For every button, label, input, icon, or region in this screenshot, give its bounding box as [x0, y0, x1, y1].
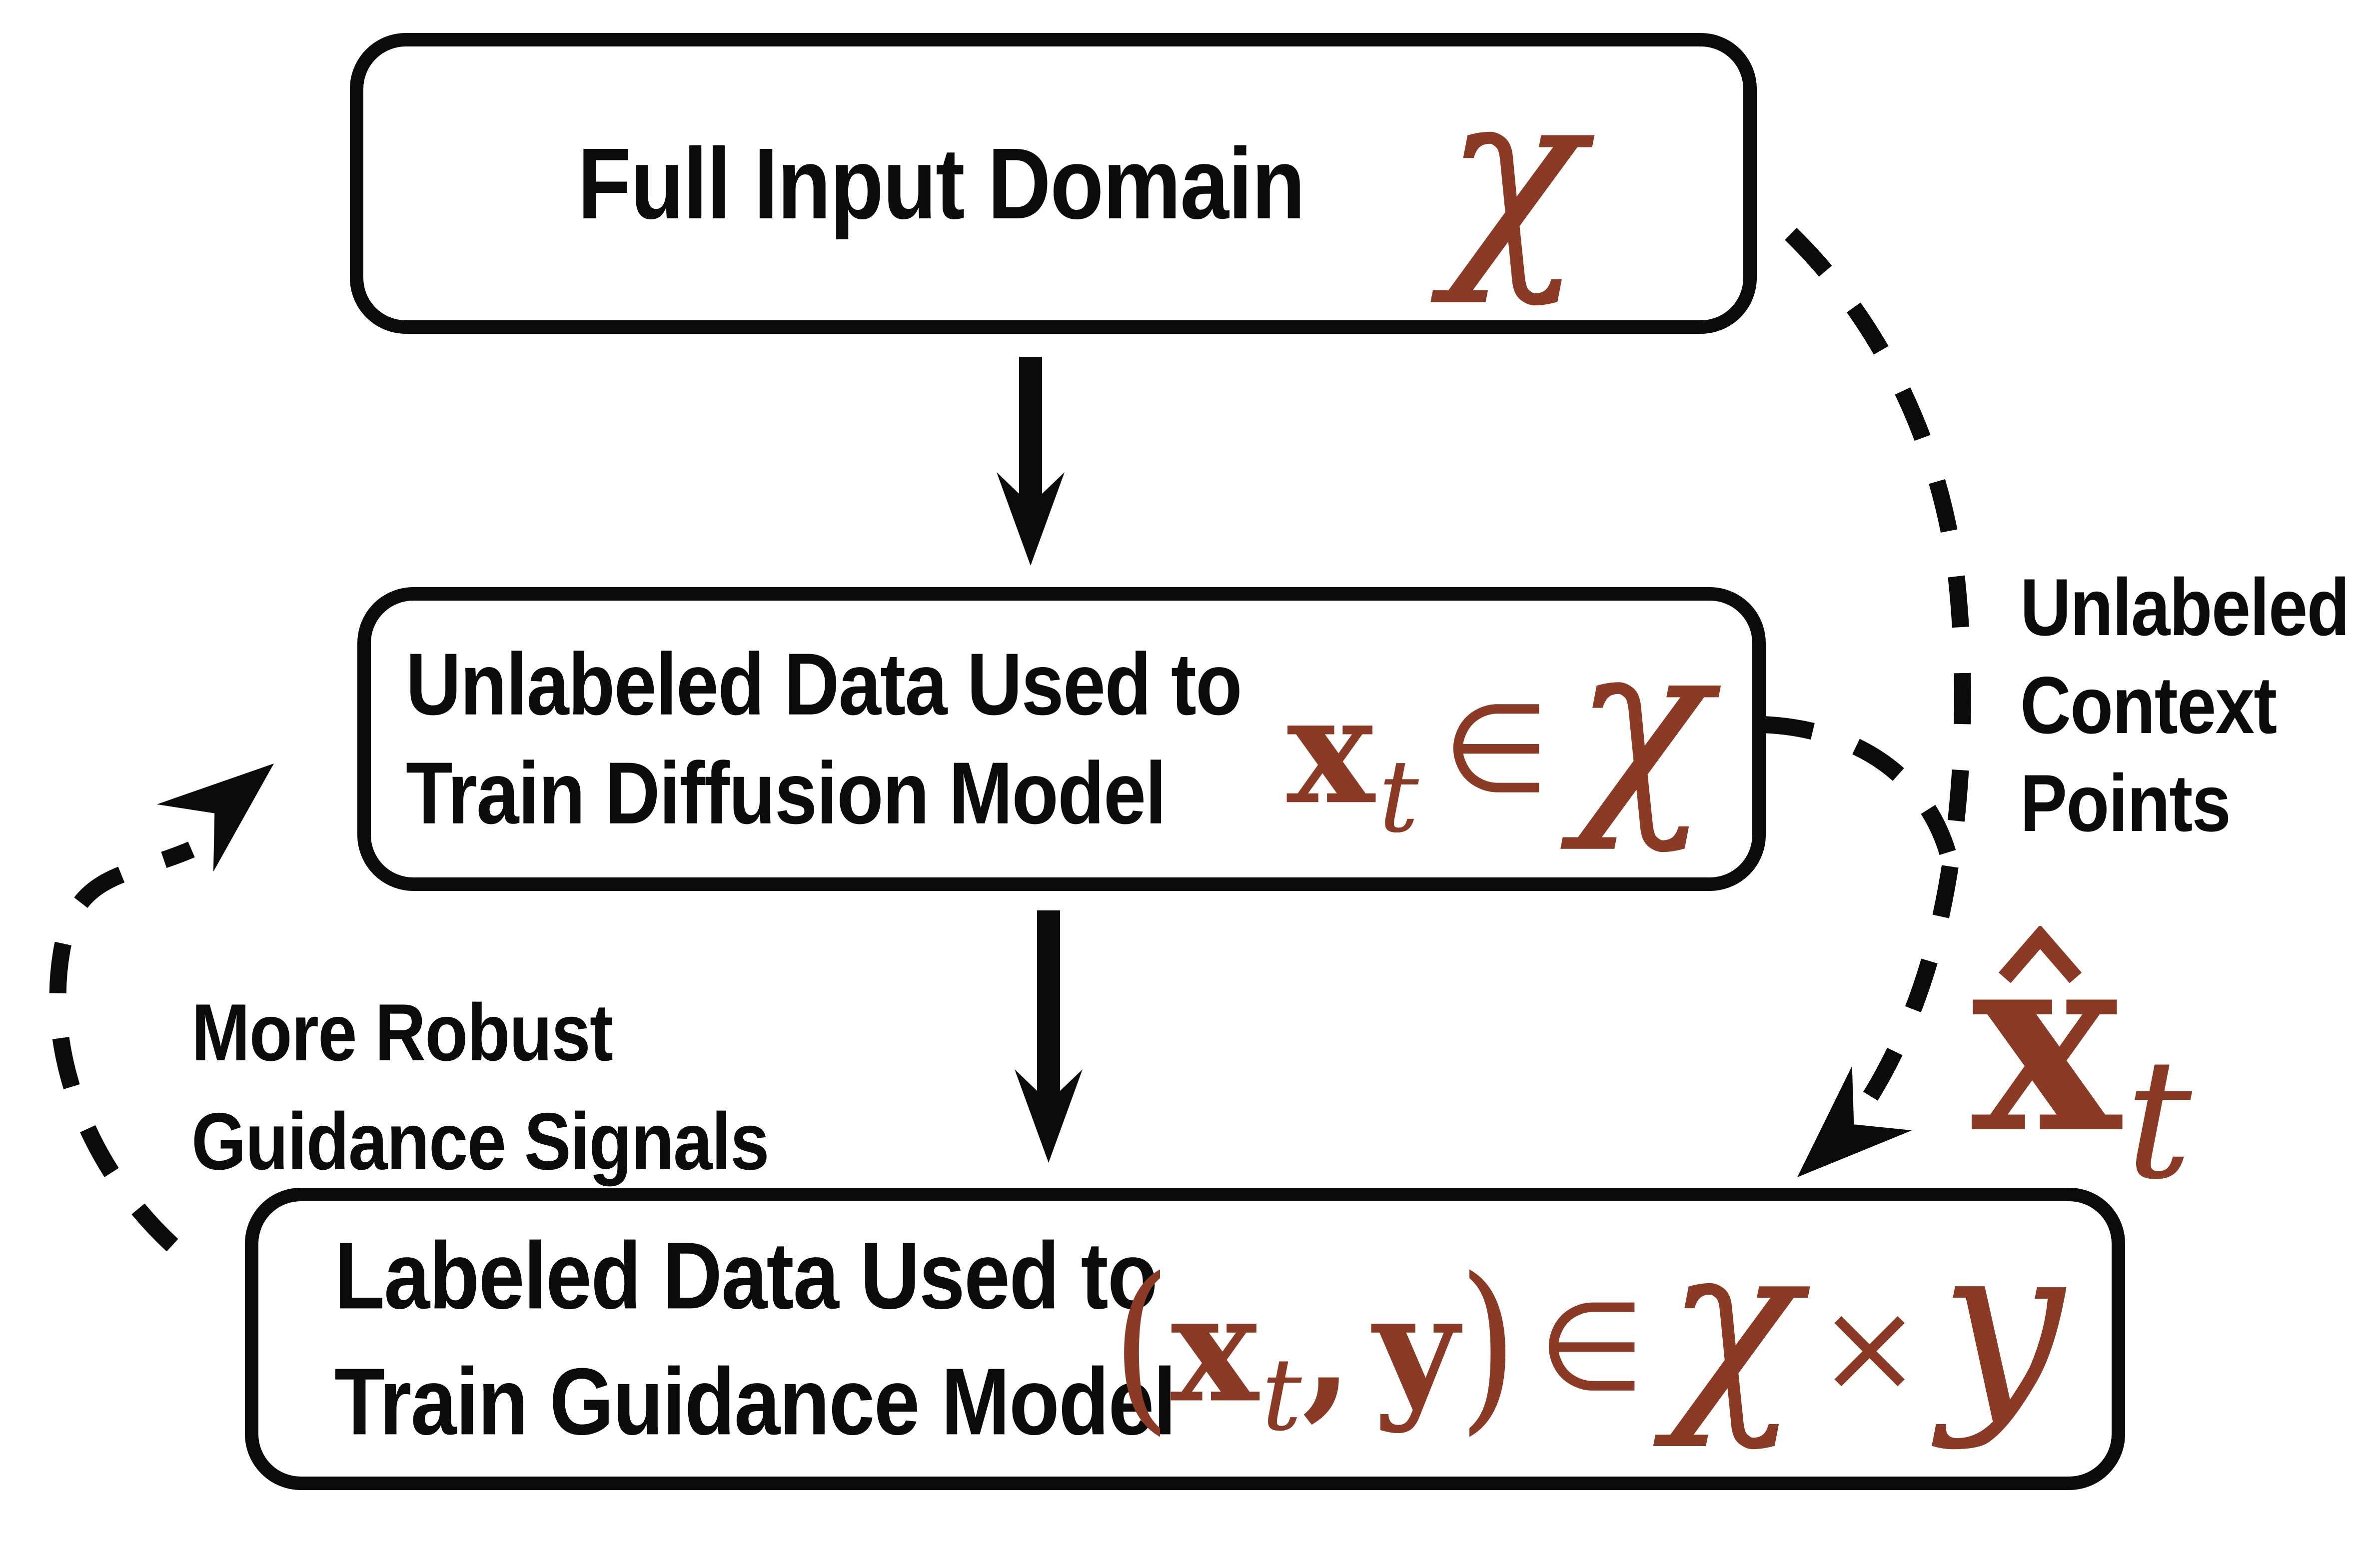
box-labeled-data: Labeled Data Used to Train Guidance Mode…: [245, 1188, 2125, 1490]
robust-label-line2: Guidance Signals: [191, 1096, 770, 1187]
box-full-input-domain: Full Input Domain χ: [350, 33, 1757, 334]
script-x-symbol: χ: [1573, 594, 1710, 856]
solid-arrowhead-down-icon: [1015, 1069, 1083, 1163]
context-label-line3: Points: [2020, 758, 2231, 848]
subscript-t: t: [1378, 739, 1419, 855]
context-label-line1: Unlabeled: [2020, 562, 2350, 653]
solid-arrow-middle-to-bottom: [1015, 910, 1083, 1163]
comma: ,: [1301, 1262, 1353, 1436]
close-paren: ): [1458, 1238, 1517, 1452]
solid-arrow-top-to-middle: [997, 357, 1065, 566]
box-unlabeled-data: Unlabeled Data Used to Train Diffusion M…: [357, 587, 1766, 891]
dashed-arrowhead-to-middle-icon: [156, 764, 274, 872]
unlabeled-context-points-label: Unlabeled Context Points: [2020, 559, 2350, 852]
labeled-data-label-line1: Labeled Data Used to: [334, 1222, 1158, 1329]
solid-arrowhead-down-icon: [997, 472, 1065, 566]
element-of-symbol: ∈: [1538, 1276, 1645, 1419]
formula-xt-y-in-XxY: (xt,y)∈χ×y: [1112, 1214, 2064, 1445]
open-paren: (: [1112, 1238, 1171, 1452]
unlabeled-data-label-line2: Train Diffusion Model: [406, 745, 1167, 842]
full-input-domain-label: Full Input Domain: [577, 126, 1305, 240]
bold-x-symbol: x: [1171, 1262, 1259, 1436]
dashed-arrowhead-to-bottom-icon: [1797, 1066, 1912, 1177]
formula-xt-in-X: xt∈χ: [1287, 612, 1710, 847]
bold-y-symbol: y: [1373, 1262, 1459, 1436]
dashed-curve-context-points: [1762, 227, 1971, 1177]
labeled-data-label: Labeled Data Used to Train Guidance Mode…: [334, 1213, 1177, 1465]
context-label-line2: Context: [2020, 660, 2277, 751]
subscript-t: t: [1261, 1337, 1302, 1454]
bold-x-symbol: x: [1972, 895, 2121, 1188]
subscript-t: t: [2126, 1024, 2192, 1216]
script-x-symbol: χ: [1443, 41, 1583, 309]
more-robust-guidance-label: More Robust Guidance Signals: [191, 978, 770, 1196]
hat-accent-icon: [1998, 926, 2082, 983]
robust-label-line1: More Robust: [191, 987, 613, 1078]
unlabeled-data-label-line1: Unlabeled Data Used to: [406, 635, 1242, 734]
unlabeled-data-label: Unlabeled Data Used to Train Diffusion M…: [406, 630, 1242, 848]
dashed-curve-guidance-signals: [49, 764, 274, 1252]
times-symbol: ×: [1817, 1274, 1922, 1420]
labeled-data-label-line2: Train Guidance Model: [334, 1349, 1177, 1455]
script-y-symbol: y: [1940, 1196, 2064, 1453]
script-x-symbol: χ: [1666, 1196, 1799, 1453]
dashed-branch-middle-box: [1762, 716, 1956, 855]
formula-x-hat-t: xt: [1972, 917, 2192, 1203]
bold-x-symbol: x: [1286, 664, 1375, 837]
element-of-symbol: ∈: [1442, 678, 1550, 820]
